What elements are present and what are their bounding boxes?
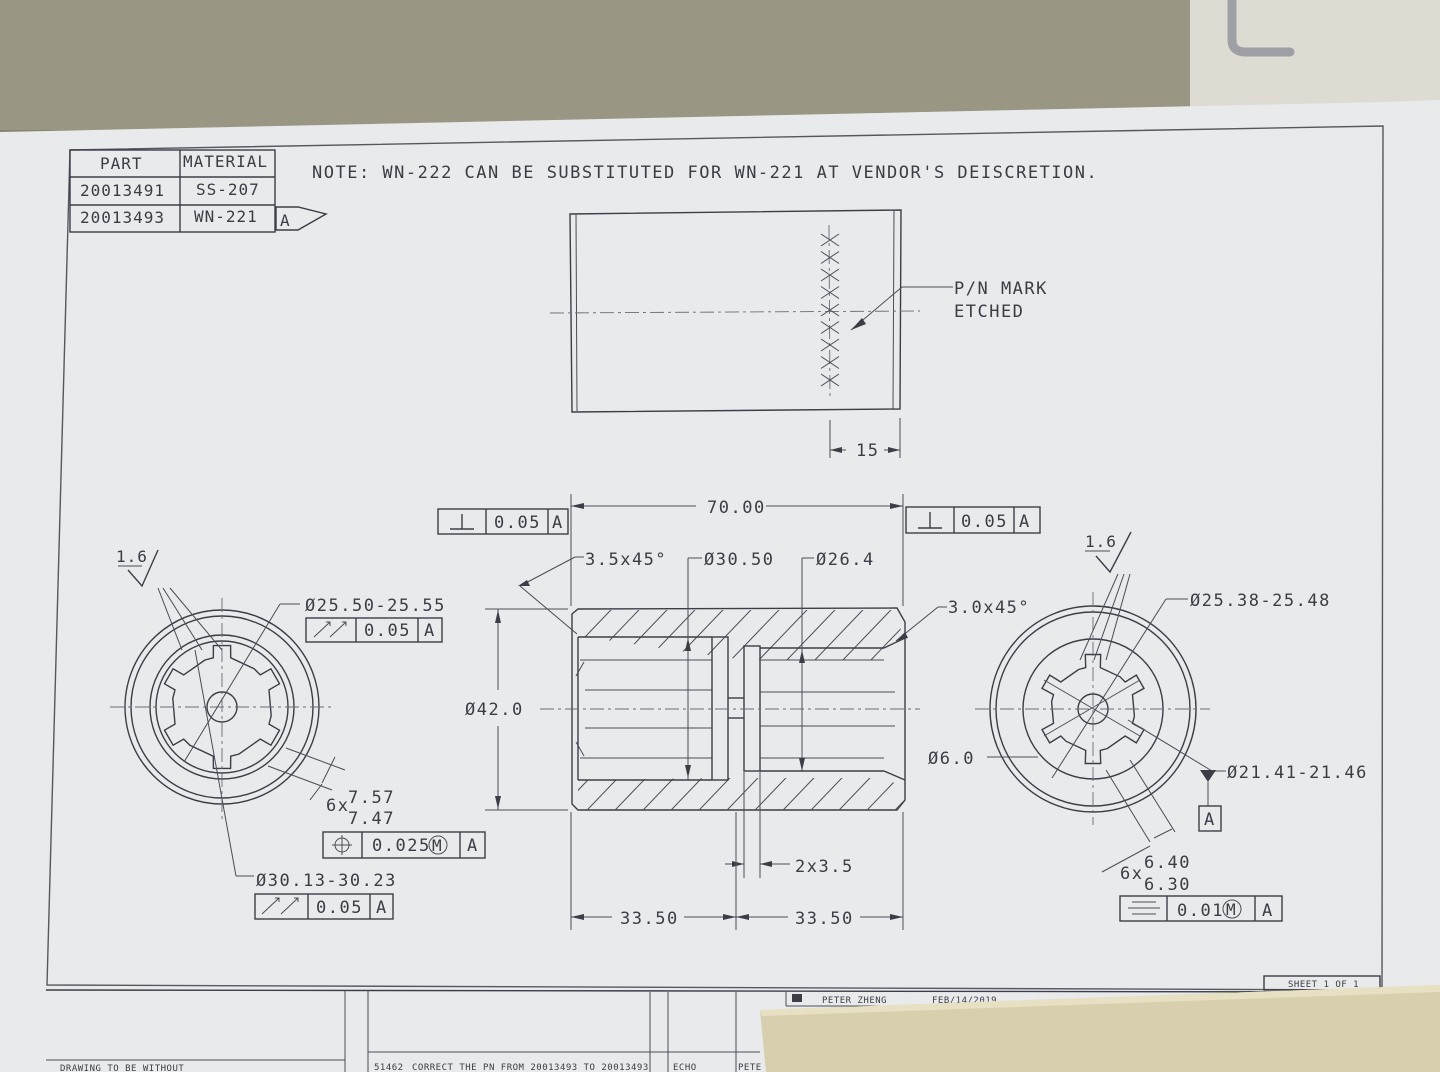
roughness-left: 1.6 xyxy=(116,547,148,566)
right-major-diameter: Ø25.38-25.48 xyxy=(1190,591,1331,611)
etch-mark xyxy=(820,321,840,334)
symmetry-datum: A xyxy=(1262,901,1274,921)
runout-left-1-value: 0.05 xyxy=(364,621,411,641)
perp-left-datum: A xyxy=(552,513,564,533)
eco-label: ECHO xyxy=(673,1063,697,1072)
drawn-date: FEB/14/2019 xyxy=(932,996,997,1006)
left-outer-diameter: Ø30.13-30.23 xyxy=(256,871,397,891)
part-material-table: PART MATERIAL 20013491 SS-207 20013493 W… xyxy=(69,149,328,233)
etch-mark xyxy=(820,268,840,282)
perpendicularity-frame-right: 0.05 A xyxy=(905,506,1041,534)
right-slot-count: 6x xyxy=(1120,864,1143,884)
overall-length-dimension: 70.00 xyxy=(707,498,766,518)
left-slot-upper: 7.57 xyxy=(348,788,395,808)
approver-label: PETE xyxy=(738,1063,762,1072)
etch-mark xyxy=(820,251,840,264)
position-left-modifier: M xyxy=(432,836,443,855)
position-left-datum: A xyxy=(467,836,479,856)
outer-diameter-label: Ø42.0 xyxy=(465,700,524,720)
symmetry-frame-right: 0.01 M A xyxy=(1119,895,1283,922)
right-datum-label: A xyxy=(1204,810,1216,830)
revision-change: CORRECT THE PN FROM 20013493 TO 20013493 xyxy=(412,1063,649,1072)
runout-left-2-value: 0.05 xyxy=(316,898,363,918)
half-length-left: 33.50 xyxy=(620,909,679,929)
mark-offset-dimension: 15 xyxy=(856,441,879,461)
etch-mark xyxy=(820,373,840,387)
perp-right-value: 0.05 xyxy=(961,512,1008,532)
right-slot-lower: 6.30 xyxy=(1144,875,1191,895)
etch-mark xyxy=(820,303,840,317)
perp-right-datum: A xyxy=(1019,512,1031,532)
roughness-right: 1.6 xyxy=(1085,532,1117,551)
substitution-note: NOTE: WN-222 CAN BE SUBSTITUTED FOR WN-2… xyxy=(312,163,1098,183)
left-slot-lower: 7.47 xyxy=(348,809,395,829)
title-block: SHEET 1 OF 1 PETER ZHENG FEB/14/2019 514… xyxy=(45,975,1381,1072)
symmetry-modifier: M xyxy=(1226,900,1237,919)
left-major-diameter: Ø25.50-25.55 xyxy=(305,596,446,616)
hatch-line xyxy=(847,610,905,810)
bore-left-label: Ø30.50 xyxy=(704,550,774,570)
runout-left-1-datum: A xyxy=(424,621,436,641)
position-left-value: 0.025 xyxy=(372,836,431,856)
groove-dimension: 2x3.5 xyxy=(795,857,854,877)
hatch-line xyxy=(578,610,631,810)
hatch-line xyxy=(819,610,905,810)
etch-mark xyxy=(820,338,840,352)
left-spline-profile xyxy=(163,644,281,770)
right-end-view: 1.6 Ø25.38-25.48 A Ø21.41-21.46 6x 6.40 … xyxy=(975,531,1368,922)
part-number-2: 20013493 xyxy=(80,208,165,227)
mark-label-line1: P/N MARK xyxy=(954,279,1048,299)
header-material: MATERIAL xyxy=(183,152,268,171)
right-slot-upper: 6.40 xyxy=(1144,853,1191,873)
folder-edge xyxy=(760,985,1440,1016)
desk-top-area xyxy=(0,0,1190,130)
symmetry-value: 0.01 xyxy=(1177,901,1224,921)
right-minor-diameter: Ø21.41-21.46 xyxy=(1227,763,1368,783)
part-number-marks xyxy=(820,233,840,387)
header-part: PART xyxy=(100,154,143,173)
chamfer-right-label: 3.0x45° xyxy=(948,598,1030,618)
runout-frame-left-1: 0.05 A xyxy=(305,617,443,643)
etch-mark xyxy=(820,286,840,299)
runout-left-2-datum: A xyxy=(376,898,388,918)
paper-sheet xyxy=(0,100,1440,1072)
right-spline-profile xyxy=(1041,653,1145,765)
top-view: P/N MARK ETCHED 15 xyxy=(549,209,1048,461)
hatch-line xyxy=(578,610,659,810)
left-end-view: 1.6 Ø25.50-25.55 0.05 A 6x 7.57 7.47 xyxy=(110,547,486,920)
left-slot-count: 6x xyxy=(326,796,349,816)
hatch-line xyxy=(578,610,687,810)
bore-right-label: Ø26.4 xyxy=(816,550,875,570)
part-number-1: 20013491 xyxy=(80,181,165,200)
mark-label-line2: ETCHED xyxy=(954,302,1024,322)
half-length-right: 33.50 xyxy=(795,909,854,929)
etch-mark xyxy=(820,233,840,247)
chamfer-left-label: 3.5x45° xyxy=(585,550,667,570)
cabinet-handle xyxy=(1227,0,1295,57)
revision-number: 51462 xyxy=(374,1063,404,1072)
etch-mark xyxy=(820,356,840,369)
material-1: SS-207 xyxy=(196,180,260,199)
perp-left-value: 0.05 xyxy=(494,513,541,533)
position-frame-left: 0.025 M A xyxy=(322,831,486,859)
perpendicularity-frame-left: 0.05 A xyxy=(437,508,569,535)
sheet-number: SHEET 1 OF 1 xyxy=(1288,980,1359,990)
footer-note: DRAWING TO BE WITHOUT xyxy=(60,1064,184,1072)
drawn-by: PETER ZHENG xyxy=(822,996,887,1006)
material-flag: A xyxy=(280,211,291,230)
hole-diameter-label: Ø6.0 xyxy=(928,749,975,769)
runout-frame-left-2: 0.05 A xyxy=(254,893,394,920)
hatch-line xyxy=(791,610,905,810)
material-2: WN-221 xyxy=(194,207,258,226)
